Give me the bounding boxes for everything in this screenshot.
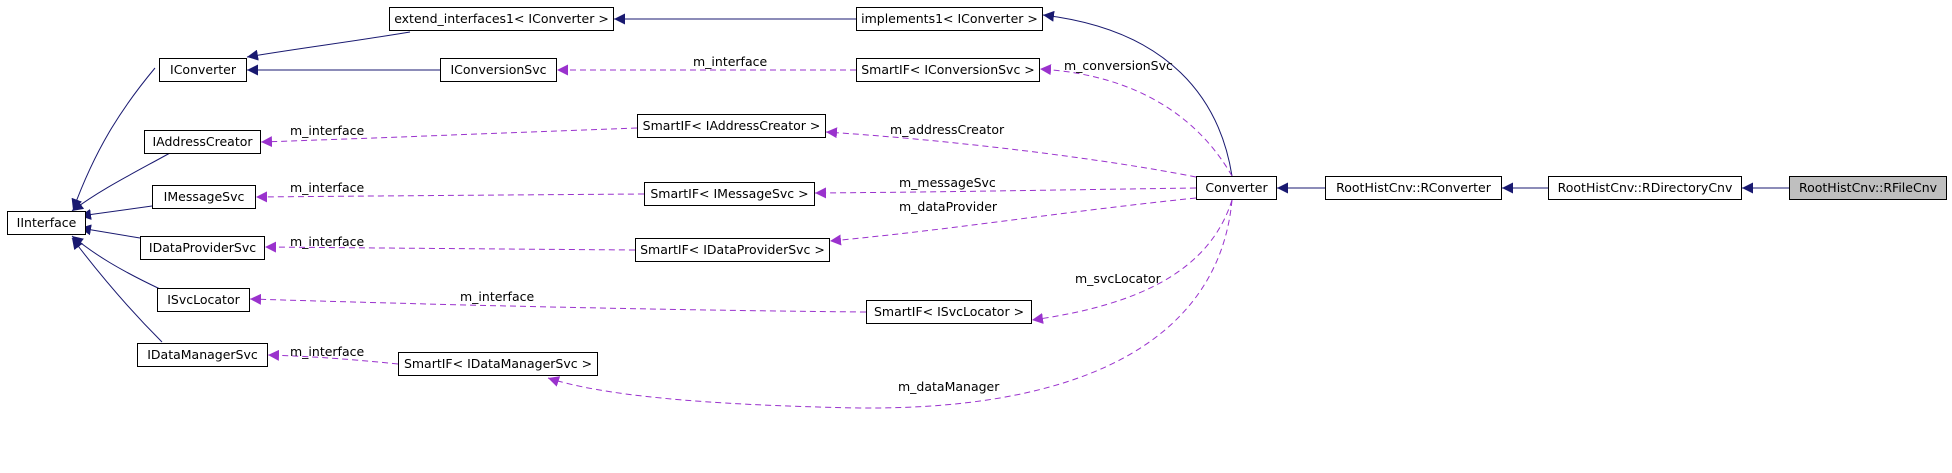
edge-imessagesvc-to-iinterface <box>79 205 153 220</box>
label-m-interface-messagesvc: m_interface <box>290 180 365 195</box>
node-smartif-datamanagersvc[interactable]: SmartIF< IDataManagerSvc > <box>398 352 598 376</box>
edge-converter-to-smartif-messagesvc <box>814 187 1197 199</box>
node-smartif-dataprovidersvc[interactable]: SmartIF< IDataProviderSvc > <box>635 238 830 262</box>
node-idataprovidersvc[interactable]: IDataProviderSvc <box>140 236 265 260</box>
edge-converter-to-smartif-datamanagersvc <box>547 199 1233 409</box>
label-m-interface-datamanager: m_interface <box>290 344 365 359</box>
edge-smartif-addresscreator-to-iaddresscreator <box>260 127 638 148</box>
node-smartif-svclocator[interactable]: SmartIF< ISvcLocator > <box>866 300 1032 324</box>
edge-smartif-messagesvc-to-imessagesvc <box>255 191 645 203</box>
edge-converter-to-smartif-dataprovidersvc <box>829 197 1197 246</box>
node-smartif-addresscreator[interactable]: SmartIF< IAddressCreator > <box>637 114 826 138</box>
edge-converter-to-smartif-addresscreator <box>825 127 1197 178</box>
edge-smartif-dataprovidersvc-to-idataprovidersvc <box>264 241 636 253</box>
edge-smartif-svclocator-to-isvclocator <box>249 293 867 313</box>
edge-converter-to-implements1 <box>1042 10 1233 177</box>
node-rdirectorycnv[interactable]: RootHistCnv::RDirectoryCnv <box>1548 176 1742 200</box>
node-iconversionsvc[interactable]: IConversionSvc <box>440 58 557 82</box>
label-m-datamanager: m_dataManager <box>898 379 1000 394</box>
label-m-interface-dataprovider: m_interface <box>290 234 365 249</box>
node-smartif-conversionsvc[interactable]: SmartIF< IConversionSvc > <box>856 58 1040 82</box>
node-smartif-messagesvc[interactable]: SmartIF< IMessageSvc > <box>644 182 815 206</box>
node-iaddresscreator[interactable]: IAddressCreator <box>144 130 261 154</box>
edge-idatamanagersvc-to-iinterface <box>71 237 163 343</box>
label-m-interface-conversion: m_interface <box>693 54 768 69</box>
label-m-addresscreator: m_addressCreator <box>890 122 1005 137</box>
node-iconverter[interactable]: IConverter <box>159 58 247 82</box>
edge-iaddresscreator-to-iinterface <box>71 152 171 212</box>
label-m-messagesvc: m_messageSvc <box>899 175 996 190</box>
label-m-conversionsvc: m_conversionSvc <box>1064 58 1173 73</box>
node-implements1[interactable]: implements1< IConverter > <box>856 7 1043 31</box>
edge-converter-to-smartif-conversionsvc <box>1039 64 1233 177</box>
edge-idataprovidersvc-to-iinterface <box>79 224 141 239</box>
label-m-interface-svclocator: m_interface <box>460 289 535 304</box>
node-extend-interfaces[interactable]: extend_interfaces1< IConverter > <box>389 7 614 31</box>
label-m-dataprovider: m_dataProvider <box>899 199 998 214</box>
edge-extend-interfaces-to-iconverter <box>246 31 411 61</box>
node-imessagesvc[interactable]: IMessageSvc <box>152 185 256 209</box>
edge-iconverter-to-iinterface <box>71 67 156 211</box>
node-converter[interactable]: Converter <box>1196 176 1277 200</box>
node-idatamanagersvc[interactable]: IDataManagerSvc <box>137 343 268 367</box>
edge-smartif-datamanagersvc-to-idatamanagersvc <box>267 349 399 365</box>
node-iinterface[interactable]: IInterface <box>7 211 86 235</box>
node-rconverter[interactable]: RootHistCnv::RConverter <box>1325 176 1502 200</box>
label-m-svclocator: m_svcLocator <box>1075 271 1161 286</box>
node-rfilecnv[interactable]: RootHistCnv::RFileCnv <box>1789 176 1947 200</box>
node-isvclocator[interactable]: ISvcLocator <box>157 288 250 312</box>
edge-converter-to-smartif-svclocator <box>1031 199 1233 324</box>
label-m-interface-addresscreator: m_interface <box>290 123 365 138</box>
